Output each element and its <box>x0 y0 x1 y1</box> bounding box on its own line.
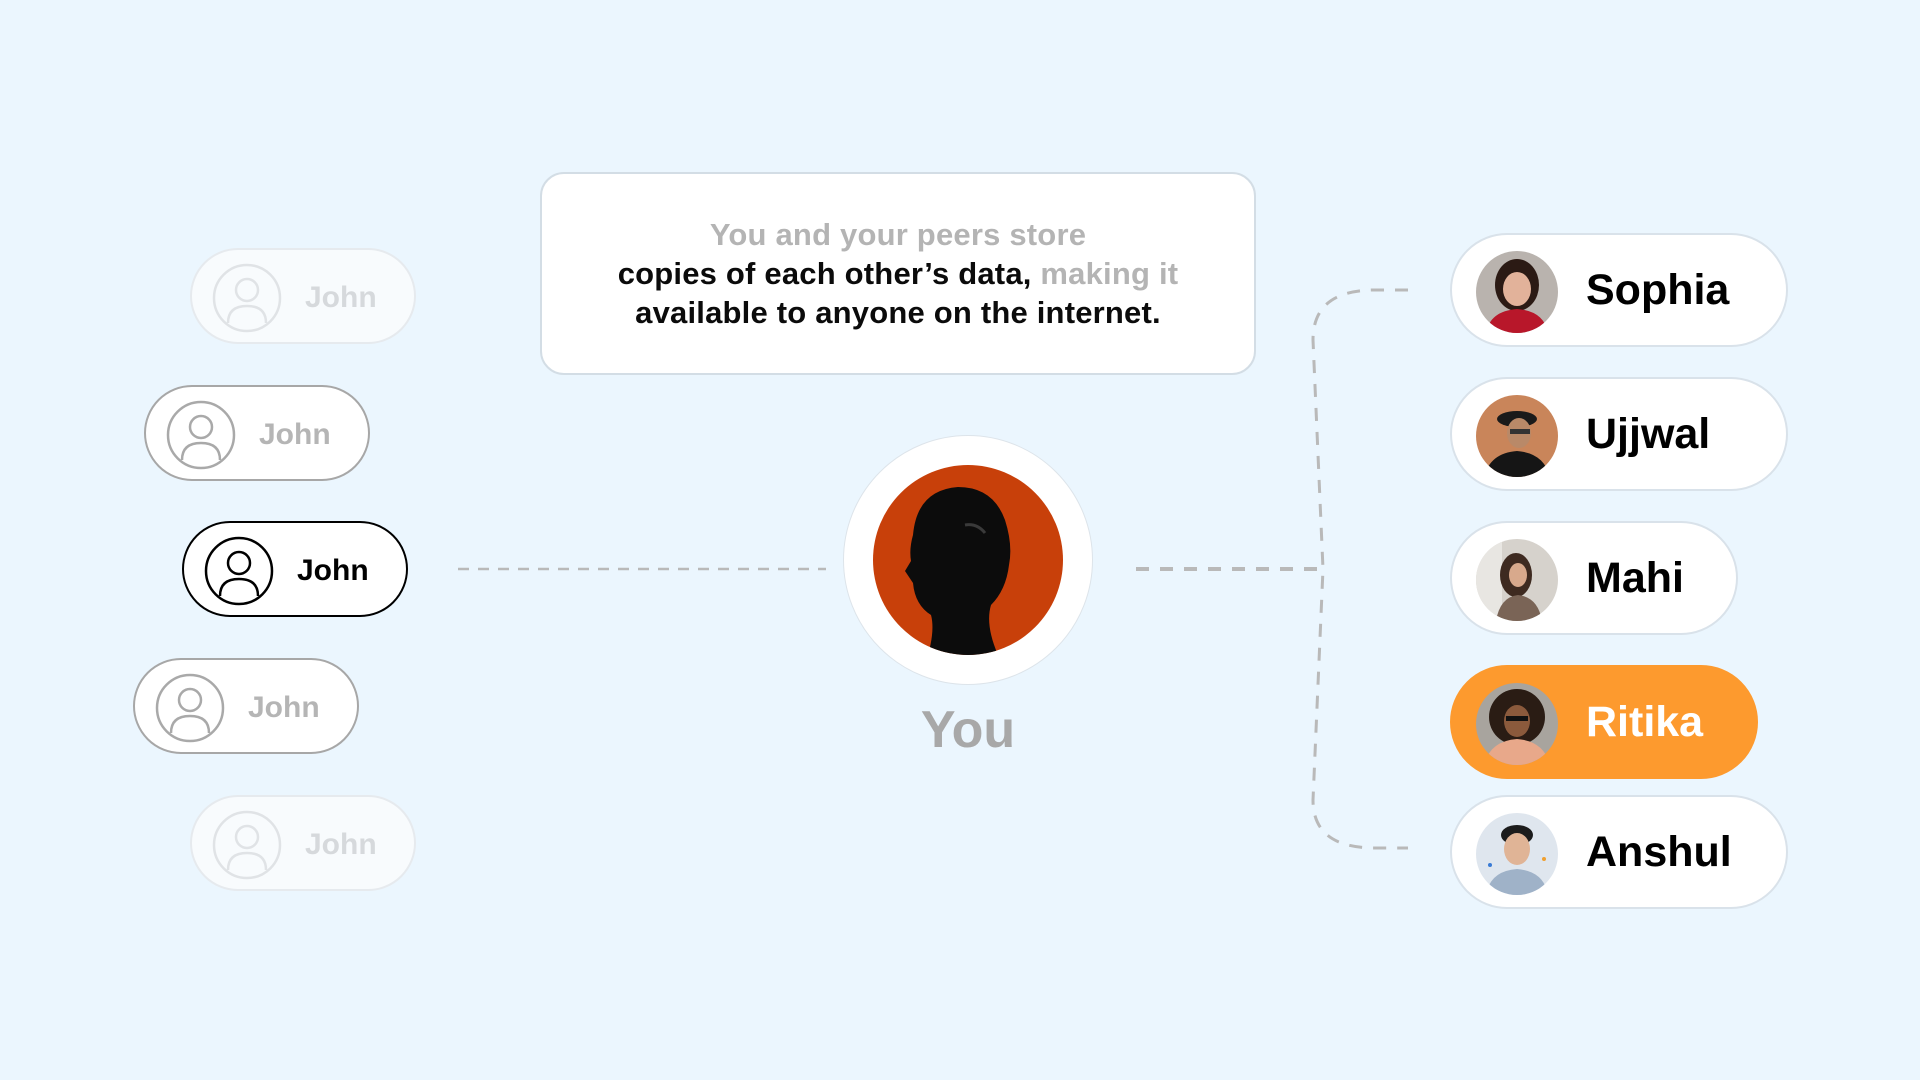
you-label: You <box>920 701 1016 759</box>
caption-line-2-strong: copies of each other’s data, <box>617 256 1032 291</box>
contact-pill[interactable]: Ujjwal <box>1450 377 1788 491</box>
avatar <box>1476 813 1558 895</box>
peer-pill-active[interactable]: John <box>182 521 408 617</box>
contact-pill[interactable]: Anshul <box>1450 795 1788 909</box>
branch-connector <box>1311 288 1408 850</box>
peer-name: John <box>305 828 377 861</box>
avatar <box>1476 251 1558 333</box>
contact-pill[interactable]: Sophia <box>1450 233 1788 347</box>
peer-name: John <box>305 281 377 314</box>
peer-name: John <box>248 691 320 724</box>
user-icon <box>155 673 225 743</box>
user-icon <box>212 810 282 880</box>
user-icon <box>212 263 282 333</box>
you-avatar <box>873 465 1063 655</box>
caption-line-3: available to anyone on the internet. <box>635 295 1161 330</box>
peer-name: John <box>259 418 331 451</box>
peer-pill[interactable]: John <box>133 658 359 754</box>
avatar <box>1476 539 1558 621</box>
user-icon <box>166 400 236 470</box>
caption-text: You and your peers store copies of each … <box>618 215 1179 332</box>
peer-pill[interactable]: John <box>190 248 416 344</box>
contact-name: Mahi <box>1586 554 1684 602</box>
contact-name: Ritika <box>1586 698 1704 746</box>
contact-pill-highlighted[interactable]: Ritika <box>1450 665 1758 779</box>
contact-name: Sophia <box>1586 266 1730 314</box>
caption-line-2-muted: making it <box>1040 256 1179 291</box>
peer-name: John <box>297 554 369 587</box>
user-icon <box>204 536 274 606</box>
caption-line-1: You and your peers store <box>709 217 1087 252</box>
caption-card: You and your peers store copies of each … <box>540 172 1256 375</box>
contact-name: Anshul <box>1586 828 1732 876</box>
contact-pill[interactable]: Mahi <box>1450 521 1738 635</box>
you-avatar-ring <box>843 435 1093 685</box>
peer-pill[interactable]: John <box>144 385 370 481</box>
contact-name: Ujjwal <box>1586 410 1711 458</box>
peer-pill[interactable]: John <box>190 795 416 891</box>
avatar <box>1476 683 1558 765</box>
avatar <box>1476 395 1558 477</box>
